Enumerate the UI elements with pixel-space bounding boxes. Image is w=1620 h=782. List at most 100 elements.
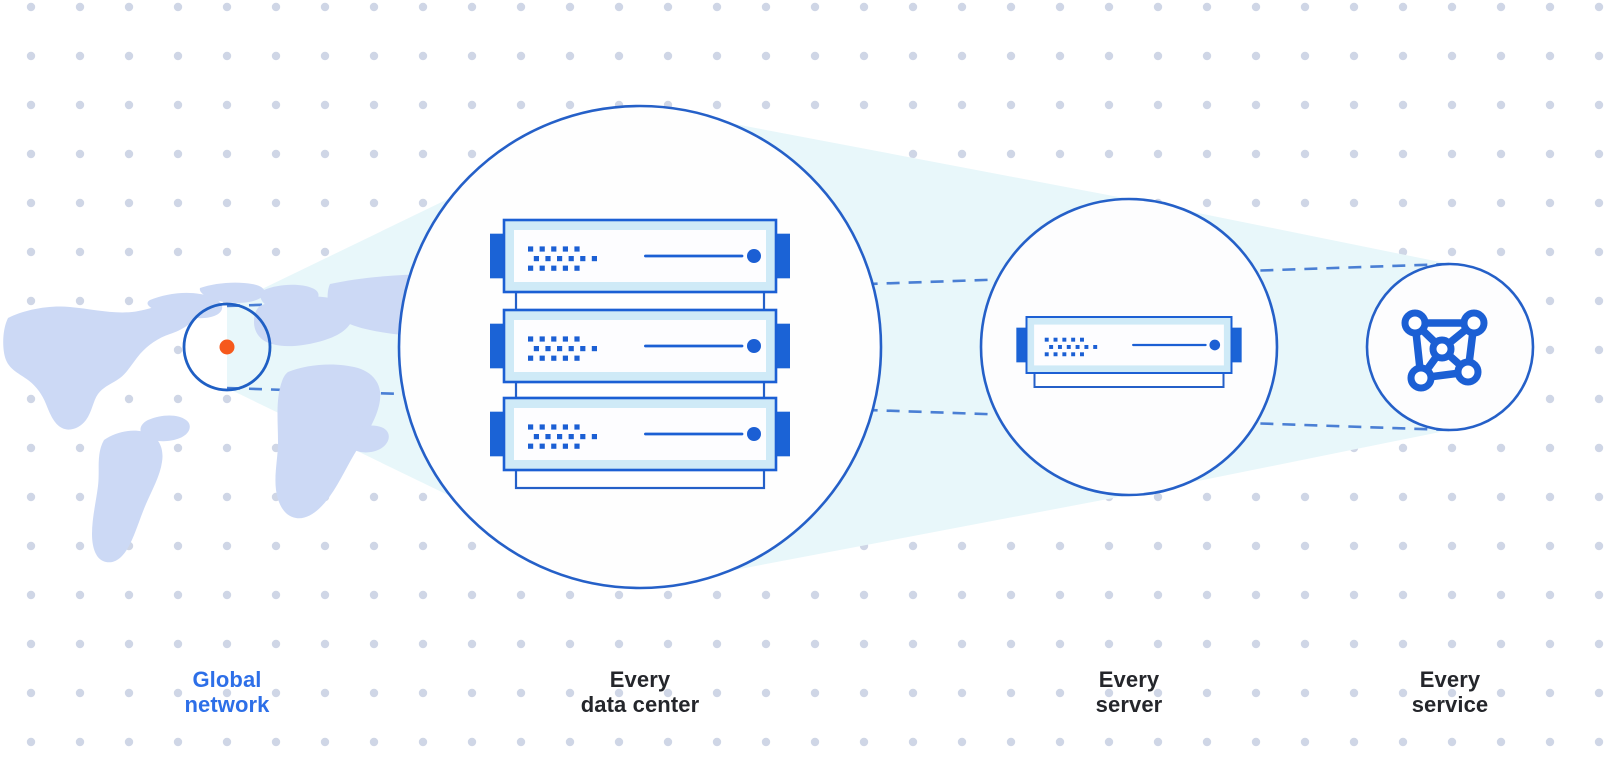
server-vent-square — [528, 355, 534, 361]
grid-dot — [124, 737, 134, 747]
grid-dot — [467, 541, 477, 551]
grid-dot — [1300, 590, 1310, 600]
grid-dot — [320, 541, 330, 551]
grid-dot — [222, 737, 232, 747]
grid-dot — [1349, 149, 1359, 159]
server-vent-square — [562, 424, 568, 430]
grid-dot — [1202, 688, 1212, 698]
grid-dot — [859, 737, 869, 747]
server-vent-square — [574, 265, 580, 271]
grid-dot — [1349, 688, 1359, 698]
grid-dot — [1349, 2, 1359, 12]
grid-dot — [1202, 639, 1212, 649]
grid-dot — [271, 247, 281, 257]
server-vent-square — [1062, 352, 1067, 357]
grid-dot — [1104, 2, 1114, 12]
grid-dot — [908, 149, 918, 159]
grid-dot — [957, 737, 967, 747]
grid-dot — [1594, 541, 1604, 551]
grid-dot — [271, 51, 281, 61]
grid-dot — [222, 394, 232, 404]
mesh-node-center — [1429, 336, 1455, 362]
grid-dot — [1496, 590, 1506, 600]
server-vent-square — [1066, 345, 1071, 349]
grid-dot — [271, 2, 281, 12]
grid-dot — [271, 541, 281, 551]
grid-dot — [124, 2, 134, 12]
grid-dot — [1300, 737, 1310, 747]
grid-dot — [124, 639, 134, 649]
grid-dot — [1398, 198, 1408, 208]
grid-dot — [369, 198, 379, 208]
grid-dot — [1006, 2, 1016, 12]
grid-dot — [614, 688, 624, 698]
grid-dot — [1202, 2, 1212, 12]
grid-dot — [1251, 51, 1261, 61]
grid-dot — [1055, 688, 1065, 698]
grid-dot — [173, 492, 183, 502]
server-vent-square — [557, 434, 563, 440]
rack-connector-0 — [514, 290, 766, 312]
grid-dot — [1104, 688, 1114, 698]
server-vent-square — [528, 336, 534, 342]
grid-dot — [1055, 737, 1065, 747]
grid-dot — [418, 590, 428, 600]
grid-dot — [1153, 688, 1163, 698]
grid-dot — [614, 590, 624, 600]
grid-dot — [810, 590, 820, 600]
grid-dot — [810, 2, 820, 12]
grid-dot — [75, 100, 85, 110]
grid-dot — [957, 688, 967, 698]
server-vent-square — [1044, 337, 1049, 342]
grid-dot — [124, 149, 134, 159]
server-vent-square — [533, 434, 539, 440]
grid-dot — [75, 639, 85, 649]
grid-dot — [516, 2, 526, 12]
grid-dot — [1545, 541, 1555, 551]
grid-dot — [1545, 443, 1555, 453]
server-vent-square — [562, 336, 568, 342]
server-vent-square — [545, 256, 551, 262]
grid-dot — [516, 688, 526, 698]
grid-dot — [1545, 688, 1555, 698]
server-vent-square — [551, 355, 557, 361]
grid-dot — [320, 100, 330, 110]
grid-dot — [222, 541, 232, 551]
grid-dot — [173, 345, 183, 355]
grid-dot — [1594, 198, 1604, 208]
grid-dot — [712, 639, 722, 649]
grid-dot — [859, 688, 869, 698]
rack-connector-1 — [514, 380, 766, 400]
grid-dot — [663, 639, 673, 649]
grid-dot — [761, 100, 771, 110]
grid-dot — [418, 100, 428, 110]
grid-dot — [1594, 737, 1604, 747]
grid-dot — [1447, 590, 1457, 600]
server-vent-square — [568, 434, 574, 440]
grid-dot — [173, 198, 183, 208]
server-vent-square — [562, 355, 568, 361]
grid-dot — [222, 100, 232, 110]
grid-dot — [320, 639, 330, 649]
grid-dot — [1349, 639, 1359, 649]
grid-dot — [271, 737, 281, 747]
grid-dot — [222, 492, 232, 502]
grid-dot — [222, 247, 232, 257]
grid-dot — [1594, 100, 1604, 110]
grid-dot — [1447, 443, 1457, 453]
grid-dot — [957, 590, 967, 600]
grid-dot — [271, 198, 281, 208]
grid-dot — [1300, 541, 1310, 551]
server-vent-square — [574, 443, 580, 449]
grid-dot — [810, 639, 820, 649]
grid-dot — [467, 51, 477, 61]
grid-dot — [369, 100, 379, 110]
grid-dot — [75, 737, 85, 747]
grid-dot — [26, 737, 36, 747]
grid-dot — [75, 296, 85, 306]
grid-dot — [1153, 541, 1163, 551]
grid-dot — [712, 688, 722, 698]
grid-dot — [418, 51, 428, 61]
grid-dot — [1251, 149, 1261, 159]
